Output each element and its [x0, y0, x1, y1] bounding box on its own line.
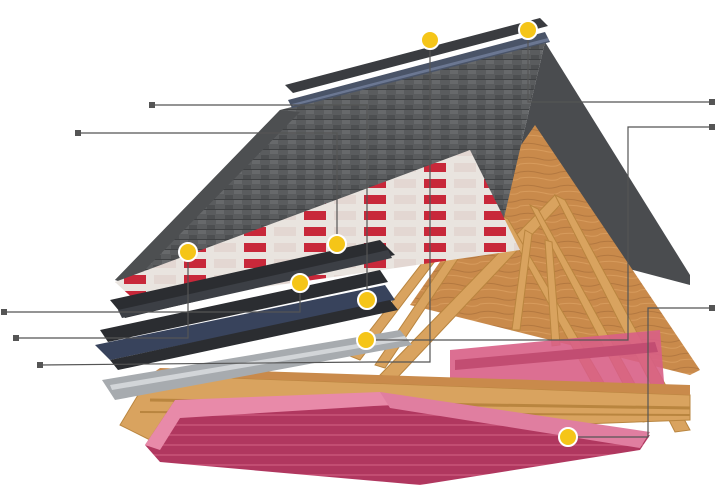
marker-underlayment[interactable]	[327, 234, 347, 254]
leader-lines	[4, 30, 712, 438]
marker-starter-strip[interactable]	[290, 273, 310, 293]
marker-leak-barrier[interactable]	[357, 290, 377, 310]
marker-attic-insulation[interactable]	[558, 427, 578, 447]
marker-shingles[interactable]	[178, 242, 198, 262]
underlayment-layer	[115, 150, 520, 305]
truss-insulation	[450, 330, 665, 395]
leak-barrier-layers	[95, 240, 398, 370]
marker-ridge-cap[interactable]	[518, 20, 538, 40]
attic-floor-insulation	[145, 392, 650, 485]
marker-ridge-vent[interactable]	[420, 30, 440, 50]
ridge-components	[285, 18, 550, 108]
shingle-edge	[115, 110, 300, 285]
leader-endpoints	[1, 99, 715, 368]
marker-drip-edge[interactable]	[356, 330, 376, 350]
